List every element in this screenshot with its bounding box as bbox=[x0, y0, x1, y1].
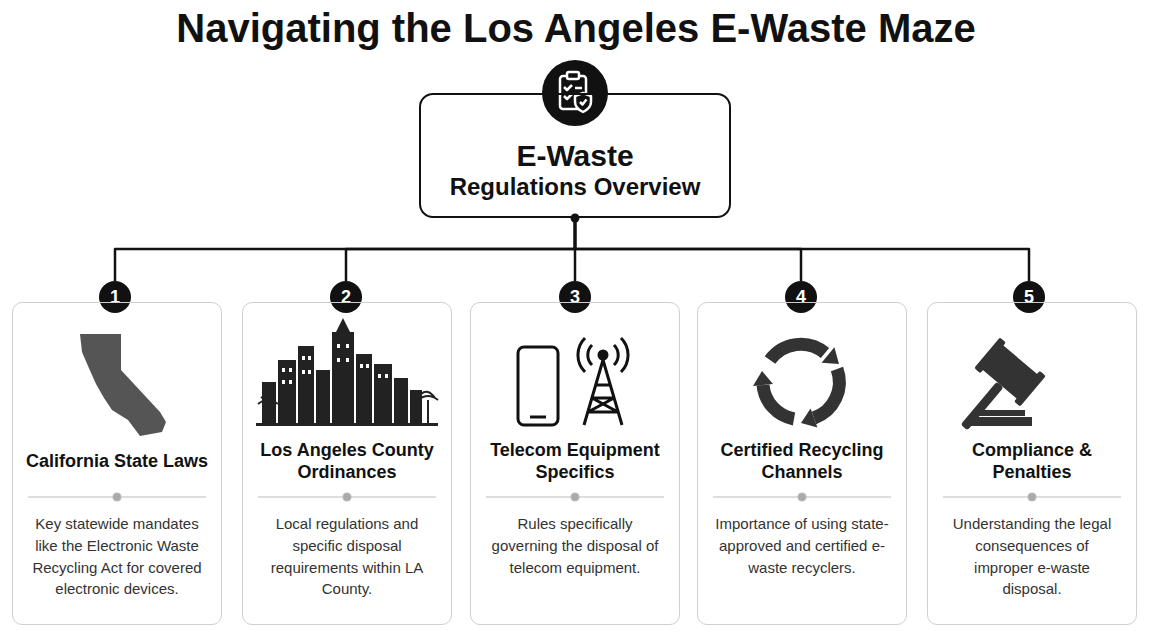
step-number: 4 bbox=[796, 287, 806, 308]
step-number: 2 bbox=[341, 287, 351, 308]
gavel-icon bbox=[941, 337, 1046, 446]
box-heading: E-Waste bbox=[516, 139, 633, 174]
card-body: Key statewide mandates like the Electron… bbox=[29, 513, 205, 600]
step-number-circle: 2 bbox=[330, 281, 362, 313]
card-body: Rules specifically governing the disposa… bbox=[487, 513, 663, 578]
phone-icon bbox=[518, 347, 558, 425]
clipboard-icon bbox=[560, 72, 591, 112]
tree-connector bbox=[115, 218, 575, 281]
card-heading: Compliance & Penalties bbox=[934, 431, 1130, 493]
step-number: 5 bbox=[1024, 287, 1034, 308]
topic-card: California State LawsKey statewide manda… bbox=[12, 302, 222, 625]
box-subheading: Regulations Overview bbox=[450, 173, 701, 202]
step-number: 3 bbox=[570, 287, 580, 308]
recycling-symbol bbox=[753, 344, 839, 427]
california-map bbox=[80, 334, 166, 436]
overview-box: E-WasteRegulations Overview bbox=[419, 93, 731, 218]
card-heading: Los Angeles County Ordinances bbox=[249, 431, 445, 493]
step-number-circle: 1 bbox=[99, 281, 131, 313]
topic-card: Certified Recycling ChannelsImportance o… bbox=[697, 302, 907, 625]
card-divider bbox=[28, 493, 1121, 501]
card-heading: Telecom Equipment Specifics bbox=[477, 431, 673, 493]
card-body: Understanding the legal consequences of … bbox=[944, 513, 1120, 600]
step-number-circle: 5 bbox=[1013, 281, 1045, 313]
topic-card: Los Angeles County OrdinancesLocal regul… bbox=[242, 302, 452, 625]
card-body: Local regulations and specific disposal … bbox=[259, 513, 435, 600]
card-body: Importance of using state-approved and c… bbox=[714, 513, 890, 578]
tree-connector bbox=[575, 218, 1029, 281]
page-title: Navigating the Los Angeles E-Waste Maze bbox=[0, 6, 1152, 51]
step-number: 1 bbox=[110, 287, 120, 308]
city-skyline bbox=[256, 318, 438, 426]
topic-card: Telecom Equipment SpecificsRules specifi… bbox=[470, 302, 680, 625]
tower-icon bbox=[578, 338, 628, 425]
card-heading: California State Laws bbox=[19, 431, 215, 493]
window-grid bbox=[282, 344, 388, 384]
step-number-circle: 4 bbox=[785, 281, 817, 313]
card-heading: Certified Recycling Channels bbox=[704, 431, 900, 493]
tree-connector bbox=[346, 218, 575, 281]
step-number-circle: 3 bbox=[559, 281, 591, 313]
topic-card: Compliance & PenaltiesUnderstanding the … bbox=[927, 302, 1137, 625]
